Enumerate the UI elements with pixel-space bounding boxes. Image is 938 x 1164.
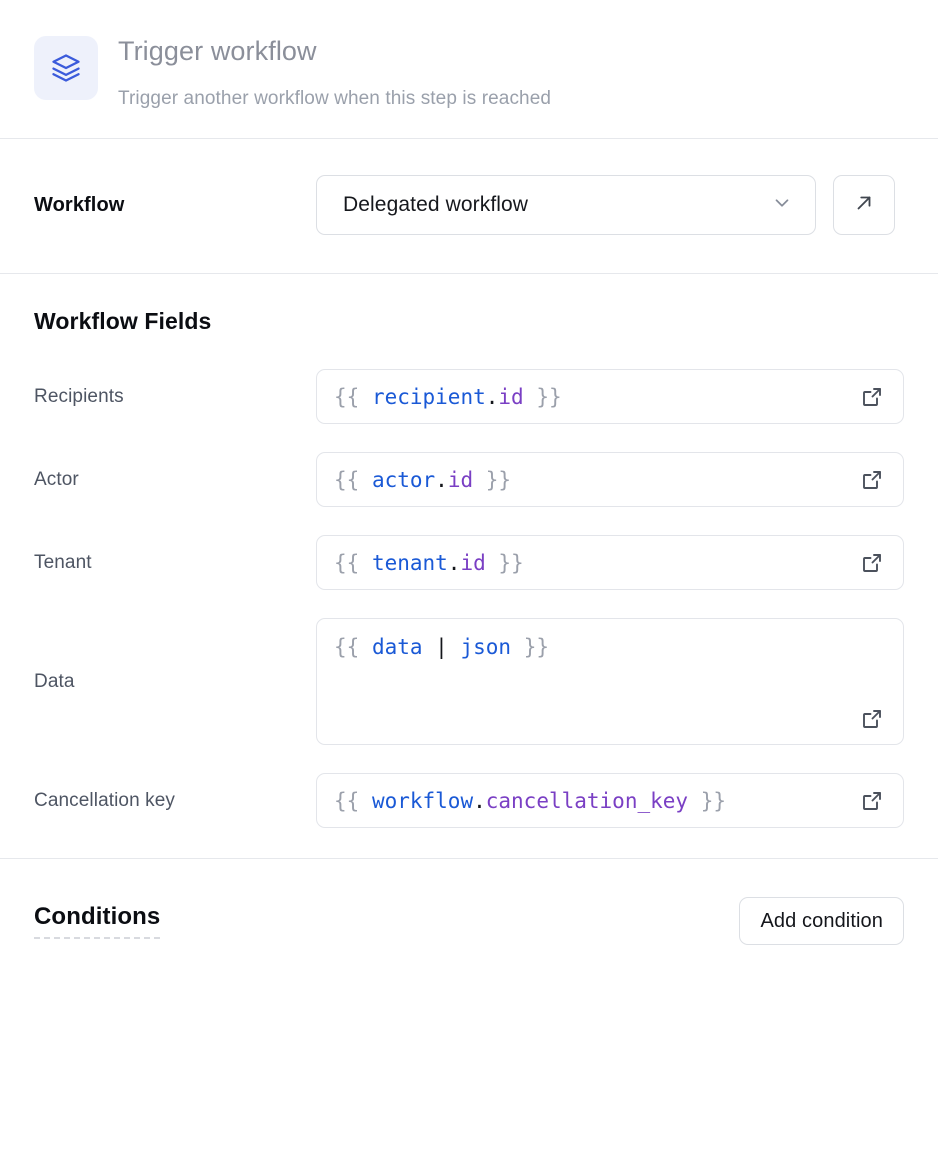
divider-fields	[0, 858, 938, 859]
liquid-template-input[interactable]: {{ data | json }}	[316, 618, 904, 745]
header-text-group: Trigger workflow Trigger another workflo…	[118, 32, 551, 112]
workflow-fields-list: Recipients {{ recipient.id }} Actor {{ acto…	[34, 369, 904, 828]
workflow-select[interactable]: Delegated workflow	[316, 175, 816, 235]
workflow-select-value: Delegated workflow	[343, 193, 529, 216]
field-row: Tenant {{ tenant.id }}	[34, 535, 904, 590]
liquid-template-value: {{ recipient.id }}	[334, 384, 562, 409]
page-title: Trigger workflow	[118, 36, 317, 66]
liquid-template-value: {{ tenant.id }}	[334, 550, 524, 575]
liquid-template-value: {{ workflow.cancellation_key }}	[334, 788, 726, 813]
field-label: Cancellation key	[34, 789, 176, 811]
external-link-icon[interactable]	[859, 467, 885, 493]
field-label: Tenant	[34, 551, 92, 573]
workflow-fields-section: Workflow Fields Recipients {{ recipient.i…	[0, 274, 938, 858]
workflow-fields-heading: Workflow Fields	[34, 308, 212, 334]
liquid-template-input[interactable]: {{ tenant.id }}	[316, 535, 904, 590]
liquid-template-value: {{ data | json }}	[334, 635, 549, 659]
chevron-down-icon	[771, 192, 793, 219]
external-link-icon[interactable]	[859, 788, 885, 814]
external-link-icon[interactable]	[859, 706, 885, 732]
conditions-title: Conditions	[34, 903, 161, 939]
conditions-section: Conditions Add condition	[0, 859, 938, 945]
workflow-select-section: Workflow Delegated workflow	[0, 139, 938, 273]
liquid-template-input[interactable]: {{ actor.id }}	[316, 452, 904, 507]
external-link-icon[interactable]	[859, 384, 885, 410]
page-subtitle: Trigger another workflow when this step …	[118, 88, 552, 109]
field-row: Data {{ data | json }}	[34, 618, 904, 745]
liquid-template-input[interactable]: {{ recipient.id }}	[316, 369, 904, 424]
field-row: Actor {{ actor.id }}	[34, 452, 904, 507]
liquid-template-value: {{ actor.id }}	[334, 467, 512, 492]
panel-header: Trigger workflow Trigger another workflo…	[0, 0, 938, 138]
field-row: Cancellation key {{ workflow.cancellation…	[34, 773, 904, 828]
layers-icon	[34, 36, 98, 100]
field-label: Recipients	[34, 385, 124, 407]
liquid-template-input[interactable]: {{ workflow.cancellation_key }}	[316, 773, 904, 828]
external-link-icon[interactable]	[859, 550, 885, 576]
arrow-up-right-icon	[853, 192, 875, 219]
field-row: Recipients {{ recipient.id }}	[34, 369, 904, 424]
field-label: Actor	[34, 468, 79, 490]
divider-workflow	[0, 273, 938, 274]
add-condition-button[interactable]: Add condition	[739, 897, 904, 945]
field-label: Data	[34, 670, 75, 692]
open-workflow-button[interactable]	[833, 175, 895, 235]
workflow-label: Workflow	[34, 193, 125, 216]
divider-header	[0, 138, 938, 139]
workflow-select-group: Delegated workflow	[316, 175, 895, 235]
